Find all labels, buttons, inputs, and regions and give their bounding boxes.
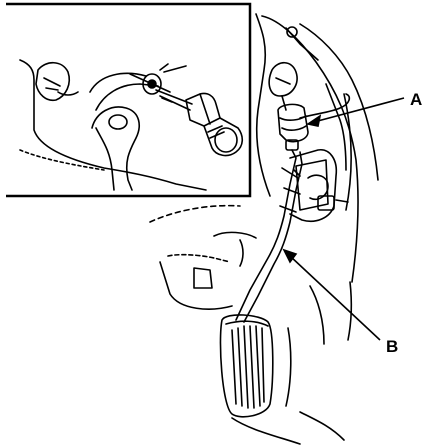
leader-line-a	[313, 97, 405, 123]
pedal-arm-b	[235, 149, 303, 323]
leader-arrow-b	[282, 248, 298, 264]
inset-illustration	[19, 59, 244, 191]
main-illustration	[149, 13, 379, 445]
stop-part-a	[277, 103, 309, 151]
callout-b-label: B	[386, 337, 399, 356]
pedal-pad	[219, 314, 274, 418]
leader-arrow-a	[305, 114, 322, 127]
leader-lines	[282, 97, 405, 341]
leader-line-b	[289, 255, 381, 341]
callout-a-label: A	[410, 90, 423, 109]
inset-stop-part	[185, 92, 244, 157]
detail-inset	[6, 2, 252, 198]
